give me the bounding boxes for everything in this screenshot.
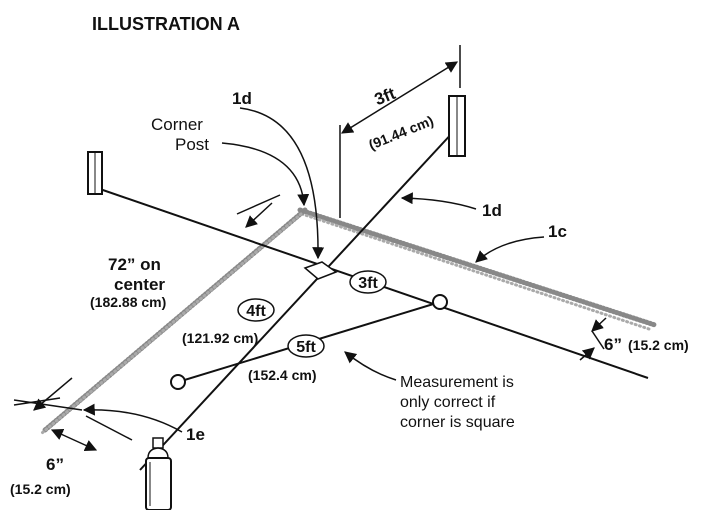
spacing-label-1: 72” on [108,255,161,274]
ref-1c-arrow [475,236,545,263]
spacing-label-2: center [114,275,165,294]
ref-1e-arrow [82,403,183,433]
measurement-note-line-3: corner is square [400,414,515,431]
circle-4ft-label: 4ft [246,303,266,320]
corner-square-marker [303,261,338,280]
paint-line-right [297,207,658,332]
paint-line-left [40,207,308,435]
metric-4ft-label: (121.92 cm) [182,330,258,346]
spacing-metric-label: (182.88 cm) [90,294,166,310]
marker-dot-right [432,294,448,310]
ref-1d-right-arrow [400,192,477,210]
measurement-note-line-2: only correct if [400,394,496,411]
circle-5ft-label: 5ft [296,339,316,356]
ref-1d-right-label: 1d [482,201,502,220]
dim-6in-right-label: 6” [604,335,622,354]
dimension-72-on-center [13,194,281,411]
corner-post-label-1: Corner [151,115,203,134]
ref-1d-top-arrow [239,107,325,260]
illustration-title: ILLUSTRATION A [92,14,240,34]
corner-post-label-2: Post [175,135,209,154]
ref-1c-label: 1c [548,222,567,241]
dimension-6in-left [13,397,133,451]
dimension-3ft-top [339,45,461,218]
paint-can-icon [145,437,172,510]
measurement-note-line-1: Measurement is [400,374,514,391]
circle-4ft [237,298,275,322]
circle-3ft [349,270,387,294]
dim-3ft-top-label: 3ft [372,84,399,110]
corner-post-arrow [221,142,310,207]
measurement-note-arrow [344,351,397,381]
marker-dot-left [170,374,186,390]
metric-5ft-label: (152.4 cm) [248,367,316,383]
dimension-6in-right [579,317,607,361]
ref-1e-label: 1e [186,425,205,444]
string-line-cross [139,129,456,471]
wooden-stake-icon [448,95,466,157]
dim-6in-left-label: 6” [46,455,64,474]
dim-6in-left-metric: (15.2 cm) [10,481,71,497]
dim-3ft-top-metric: (91.44 cm) [366,112,435,152]
circle-3ft-label: 3ft [358,275,378,292]
ref-1d-top-label: 1d [232,89,252,108]
wooden-stake-icon [87,151,103,195]
dim-6in-right-metric: (15.2 cm) [628,337,689,353]
circle-5ft [287,334,325,358]
